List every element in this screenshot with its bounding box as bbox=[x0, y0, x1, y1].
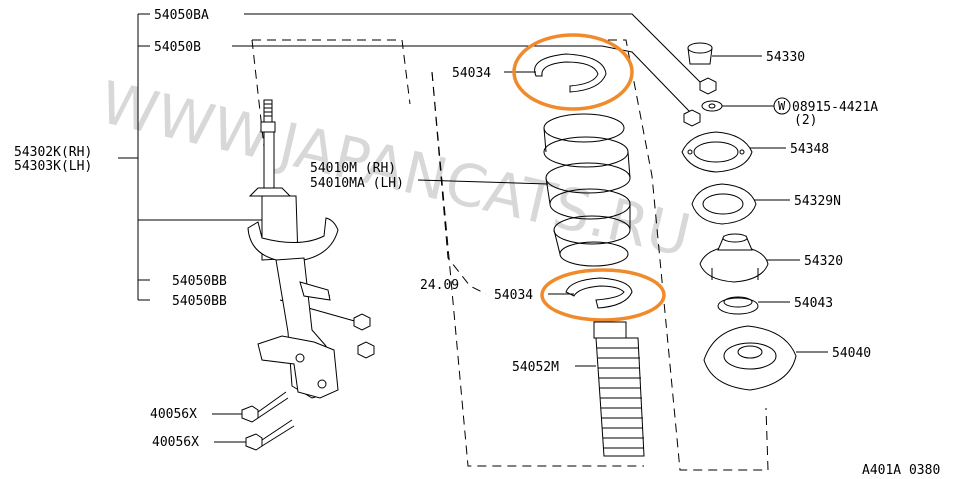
assembly-bracket bbox=[118, 13, 270, 301]
label-54034-bottom: 54034 bbox=[494, 288, 533, 303]
label-54043: 54043 bbox=[794, 296, 833, 311]
highlight-ring-top bbox=[512, 33, 634, 111]
label-24-09: 24.09 bbox=[420, 278, 459, 293]
washer-symbol-circle bbox=[773, 97, 791, 115]
part-labels: 54050BA 54050B 54302K(RH) 54303K(LH) 540… bbox=[14, 8, 940, 478]
label-54320: 54320 bbox=[804, 254, 843, 269]
coil-spring bbox=[543, 113, 631, 267]
label-54302K-rh: 54302K(RH) bbox=[14, 145, 92, 160]
label-54050BB-upper: 54050BB bbox=[172, 274, 227, 289]
label-54052M: 54052M bbox=[512, 360, 559, 375]
highlight-ring-bottom bbox=[540, 268, 666, 322]
exploded-guides bbox=[251, 39, 769, 471]
diagram-code: A401A 0380 bbox=[862, 463, 940, 478]
washer-symbol: W bbox=[778, 99, 786, 113]
strut-assembly bbox=[241, 99, 375, 451]
label-08915-quantity: (2) bbox=[794, 113, 817, 128]
label-54329N: 54329N bbox=[794, 194, 841, 209]
label-54010MA-lh: 54010MA (LH) bbox=[310, 176, 404, 191]
label-54050B: 54050B bbox=[154, 40, 201, 55]
label-54348: 54348 bbox=[790, 142, 829, 157]
label-54050BA: 54050BA bbox=[154, 8, 209, 23]
label-54330: 54330 bbox=[766, 50, 805, 65]
label-54034-top: 54034 bbox=[452, 66, 491, 81]
label-54040: 54040 bbox=[832, 346, 871, 361]
label-54050BB-lower: 54050BB bbox=[172, 294, 227, 309]
label-54303K-lh: 54303K(LH) bbox=[14, 159, 92, 174]
label-08915-4421A: 08915-4421A bbox=[792, 100, 878, 115]
label-54010M-rh: 54010M (RH) bbox=[310, 161, 396, 176]
spring-rubber-seats bbox=[534, 53, 633, 309]
label-40056X-upper: 40056X bbox=[150, 407, 197, 422]
dust-boot bbox=[593, 321, 645, 457]
top-mount-parts bbox=[681, 42, 797, 391]
label-40056X-lower: 40056X bbox=[152, 435, 199, 450]
